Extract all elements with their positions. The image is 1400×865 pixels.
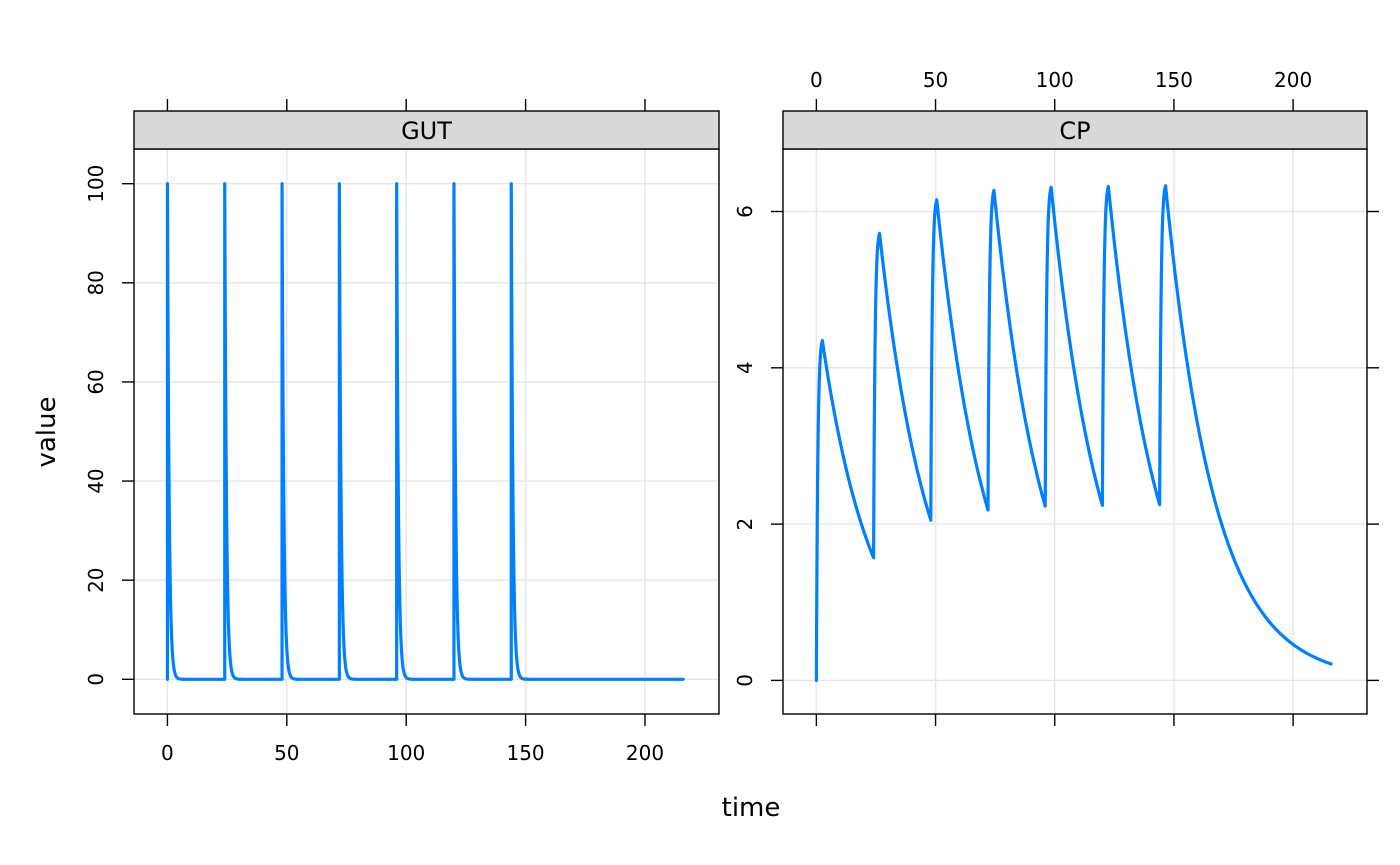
x-tick-label: 50 (274, 741, 299, 765)
y-tick-label: 20 (84, 567, 108, 592)
y-tick-label: 60 (84, 369, 108, 394)
x-tick-label: 0 (161, 741, 174, 765)
y-tick-label: 100 (84, 165, 108, 203)
x-tick-label: 150 (1155, 68, 1193, 92)
x-axis-title: time (722, 793, 781, 823)
y-tick-label: 80 (84, 270, 108, 295)
x-tick-label: 200 (1274, 68, 1312, 92)
panel-frame (133, 148, 720, 715)
panel-gut: GUT 0 50 100 150 200 0 20 40 60 80 100 (84, 99, 720, 765)
panel-cp: CP 0 50 100 150 200 0 2 4 6 (733, 68, 1379, 726)
series-line-gut (165, 182, 685, 681)
y-tick-label: 2 (733, 518, 757, 531)
y-tick-label: 40 (84, 468, 108, 493)
y-tick-label: 0 (84, 673, 108, 686)
strip-gut (133, 110, 720, 150)
x-tick-label: 100 (1036, 68, 1074, 92)
y-axis-title: value (32, 396, 62, 467)
y-tick-label: 0 (733, 674, 757, 687)
x-tick-label: 150 (506, 741, 544, 765)
x-tick-label: 200 (626, 741, 664, 765)
panel-frame (782, 148, 1368, 715)
series-line-cp (814, 184, 1333, 682)
y-tick-label: 6 (733, 205, 757, 218)
x-tick-label: 0 (810, 68, 823, 92)
y-tick-label: 4 (733, 361, 757, 374)
x-tick-label: 100 (387, 741, 425, 765)
x-tick-label: 50 (923, 68, 948, 92)
strip-cp (782, 110, 1368, 150)
strip-label-cp: CP (1059, 117, 1090, 145)
strip-label-gut: GUT (401, 117, 452, 145)
